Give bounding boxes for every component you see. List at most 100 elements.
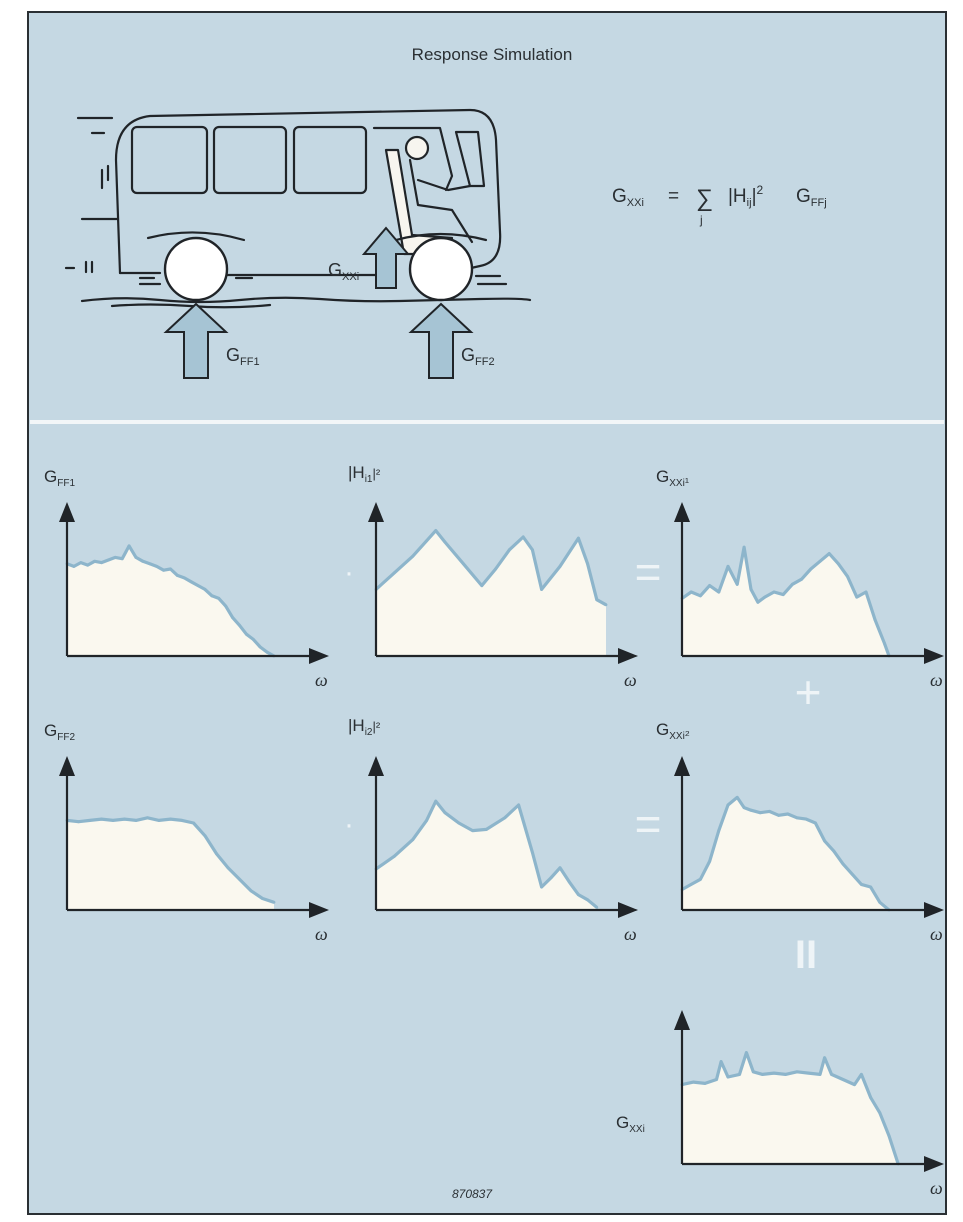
data-point	[272, 900, 276, 904]
data-point	[699, 877, 702, 881]
data-point	[814, 821, 817, 825]
data-point	[761, 1073, 764, 1076]
x-axis-arrowhead	[924, 648, 944, 664]
data-point	[231, 616, 235, 619]
data-point	[692, 1080, 695, 1084]
data-point	[393, 854, 396, 858]
data-point	[751, 1070, 755, 1074]
chart-h2: ω |Hi2|²	[348, 716, 638, 944]
x-axis-arrowhead	[618, 902, 638, 918]
data-point	[480, 584, 484, 587]
data-point	[735, 796, 739, 799]
data-point	[883, 641, 886, 645]
x-axis-label: ω	[315, 670, 328, 690]
data-point	[189, 580, 193, 584]
data-point	[878, 1111, 882, 1115]
data-point	[781, 593, 785, 596]
data-point	[742, 545, 746, 549]
van-window-3	[292, 125, 368, 195]
data-point	[708, 584, 711, 587]
y-axis-arrowhead	[368, 502, 384, 522]
data-point	[786, 812, 790, 816]
x-axis-arrowhead	[618, 648, 638, 664]
data-point	[182, 576, 186, 580]
data-point	[738, 1073, 741, 1076]
data-point	[434, 529, 438, 532]
data-point	[818, 559, 822, 563]
van-illustration	[64, 108, 532, 309]
data-point	[807, 1071, 810, 1075]
data-point	[521, 535, 525, 539]
data-point	[120, 557, 124, 561]
y-axis-arrowhead	[674, 1010, 690, 1030]
data-point	[869, 1096, 872, 1099]
data-point	[823, 1056, 826, 1060]
data-point	[196, 584, 200, 587]
data-point	[169, 567, 172, 571]
data-point	[689, 590, 693, 594]
data-point	[855, 595, 859, 599]
data-point	[157, 819, 161, 822]
plus-operator: +	[795, 666, 822, 718]
data-point	[689, 883, 693, 886]
motion-lines-rear	[474, 274, 508, 286]
spectrum-area	[376, 801, 597, 910]
data-point	[832, 849, 836, 853]
data-point	[784, 1073, 787, 1076]
data-point	[215, 852, 218, 856]
data-point	[768, 810, 771, 813]
data-point	[79, 561, 83, 564]
data-point	[878, 900, 882, 904]
x-axis-arrowhead	[924, 902, 944, 918]
data-point	[586, 562, 589, 566]
times-operator-1: ·	[344, 556, 354, 589]
x-axis-label: ω	[930, 1178, 943, 1198]
data-point	[595, 906, 599, 909]
chart-h1: ω |Hi1|²	[348, 463, 638, 690]
arch-lines-front	[146, 231, 246, 242]
response-arrow	[361, 226, 411, 289]
spectrum-area	[682, 547, 889, 656]
data-point	[86, 563, 90, 567]
speed-line	[100, 164, 110, 190]
driver-body	[408, 158, 474, 244]
figure-title: Response Simulation	[412, 45, 573, 64]
data-point	[100, 817, 103, 821]
data-point	[735, 582, 739, 586]
data-point	[148, 562, 152, 566]
data-point	[210, 594, 214, 598]
chart-title: GXXi₂	[656, 720, 690, 742]
data-point	[100, 561, 103, 564]
chart-title: |Hi2|²	[348, 716, 381, 738]
data-point	[577, 536, 580, 540]
data-point	[258, 645, 262, 649]
data-point	[238, 877, 241, 881]
data-point	[146, 816, 149, 820]
x-axis-label: ω	[624, 924, 637, 944]
van-windshield	[454, 130, 486, 188]
data-point	[873, 618, 877, 622]
data-point	[540, 885, 543, 889]
data-point	[823, 839, 826, 843]
data-point	[265, 650, 269, 654]
van-window-4	[372, 126, 454, 192]
data-point	[577, 893, 580, 896]
data-point	[503, 816, 507, 820]
spectra-charts: ωGFF1ω|Hi1|²ωGXXi₁ωGFF2ω|Hi2|²ωGXXi₂ωGXX…	[44, 463, 944, 1198]
data-point	[549, 876, 553, 880]
data-point	[864, 590, 868, 594]
equation-lhs: GXXi	[612, 186, 644, 209]
x-axis-label: ω	[930, 670, 943, 690]
y-axis-arrowhead	[674, 502, 690, 522]
data-point	[77, 820, 80, 824]
x-axis-label: ω	[624, 670, 637, 690]
chart-title: |Hi1|²	[348, 463, 381, 485]
data-point	[443, 540, 447, 544]
data-point	[853, 1083, 856, 1086]
data-point	[508, 548, 511, 552]
data-point	[708, 860, 711, 863]
data-point	[134, 819, 138, 822]
input-label-2: GFF2	[461, 345, 495, 368]
data-point	[176, 574, 179, 577]
